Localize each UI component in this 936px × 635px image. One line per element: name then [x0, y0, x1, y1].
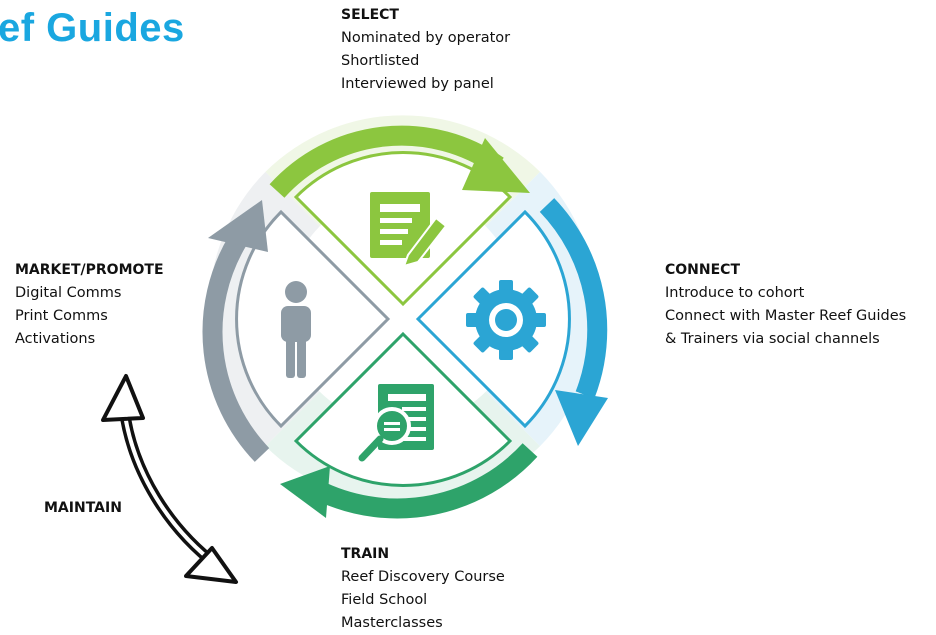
- select-arrow: [269, 125, 504, 198]
- market-line: Print Comms: [15, 308, 108, 324]
- train-heading: TRAIN: [341, 546, 390, 562]
- market-label: MARKET/PROMOTE Digital Comms Print Comms…: [15, 259, 164, 351]
- select-arrowhead: [462, 138, 530, 193]
- cycle-arrows: [202, 125, 608, 519]
- person-icon: [281, 281, 311, 378]
- double-arrow-icon: [101, 374, 238, 584]
- connect-arrow: [539, 198, 608, 399]
- connect-label: CONNECT Introduce to cohort Connect with…: [665, 259, 906, 351]
- train-line: Field School: [341, 592, 428, 608]
- page-title: ef Guides: [0, 6, 185, 50]
- gear-icon: [466, 280, 546, 360]
- train-label: TRAIN Reef Discovery Course Field School…: [341, 543, 505, 635]
- document-pencil-icon: [370, 192, 448, 268]
- connect-arrowhead: [555, 390, 608, 446]
- connect-line: & Trainers via social channels: [665, 331, 880, 347]
- maintain-heading: MAINTAIN: [44, 500, 122, 516]
- market-line: Digital Comms: [15, 285, 122, 301]
- maintain-label: MAINTAIN: [44, 497, 122, 520]
- market-heading: MARKET/PROMOTE: [15, 262, 164, 278]
- train-line: Reef Discovery Course: [341, 569, 505, 585]
- connect-heading: CONNECT: [665, 262, 740, 278]
- select-line: Nominated by operator: [341, 30, 511, 46]
- market-arrow: [202, 234, 270, 462]
- document-magnifier-icon: [358, 384, 434, 462]
- connect-line: Connect with Master Reef Guides: [665, 308, 907, 324]
- connect-line: Introduce to cohort: [665, 285, 805, 301]
- train-line: Masterclasses: [341, 615, 443, 631]
- market-line: Activations: [15, 331, 96, 347]
- market-arrowhead: [208, 200, 268, 252]
- train-arrowhead: [280, 466, 330, 518]
- select-line: Shortlisted: [341, 53, 420, 69]
- select-label: SELECT Nominated by operator Shortlisted…: [341, 4, 510, 96]
- select-line: Interviewed by panel: [341, 76, 494, 92]
- train-arrow: [317, 443, 538, 519]
- select-heading: SELECT: [341, 7, 399, 23]
